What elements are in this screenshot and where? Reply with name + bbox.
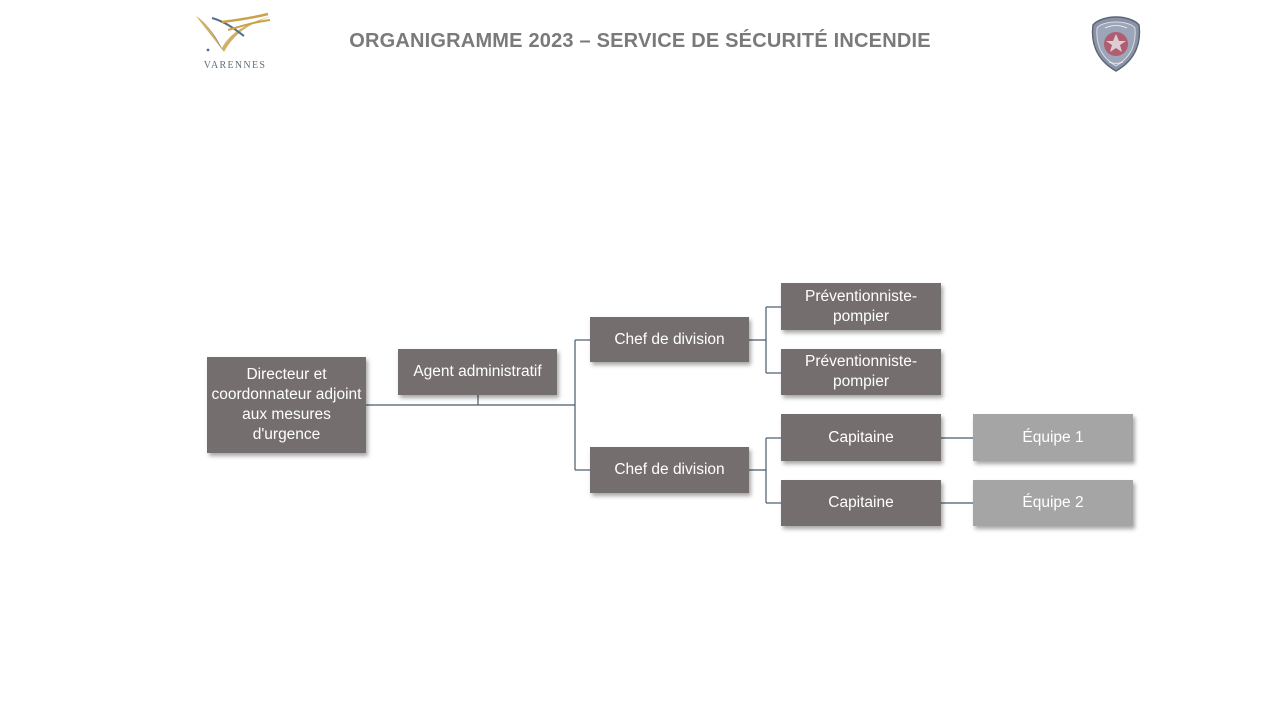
varennes-logo-text: VARENNES xyxy=(203,60,267,71)
varennes-swoosh-icon xyxy=(196,12,272,52)
box-captain-2: Capitaine xyxy=(781,480,941,526)
box-director: Directeur et coordonnateur adjoint aux m… xyxy=(207,357,366,453)
box-team-1: Équipe 1 xyxy=(973,414,1133,461)
box-admin-agent: Agent administratif xyxy=(398,349,557,395)
fire-department-badge-icon xyxy=(1089,15,1143,73)
box-preventionist-1: Préventionniste-pompier xyxy=(781,283,941,330)
box-division-chief-1: Chef de division xyxy=(590,317,749,362)
varennes-logo: VARENNES xyxy=(192,12,278,74)
box-preventionist-2: Préventionniste-pompier xyxy=(781,349,941,395)
page-title: ORGANIGRAMME 2023 – SERVICE DE SÉCURITÉ … xyxy=(349,30,931,52)
box-captain-1: Capitaine xyxy=(781,414,941,461)
box-division-chief-2: Chef de division xyxy=(590,447,749,493)
box-team-2: Équipe 2 xyxy=(973,480,1133,526)
